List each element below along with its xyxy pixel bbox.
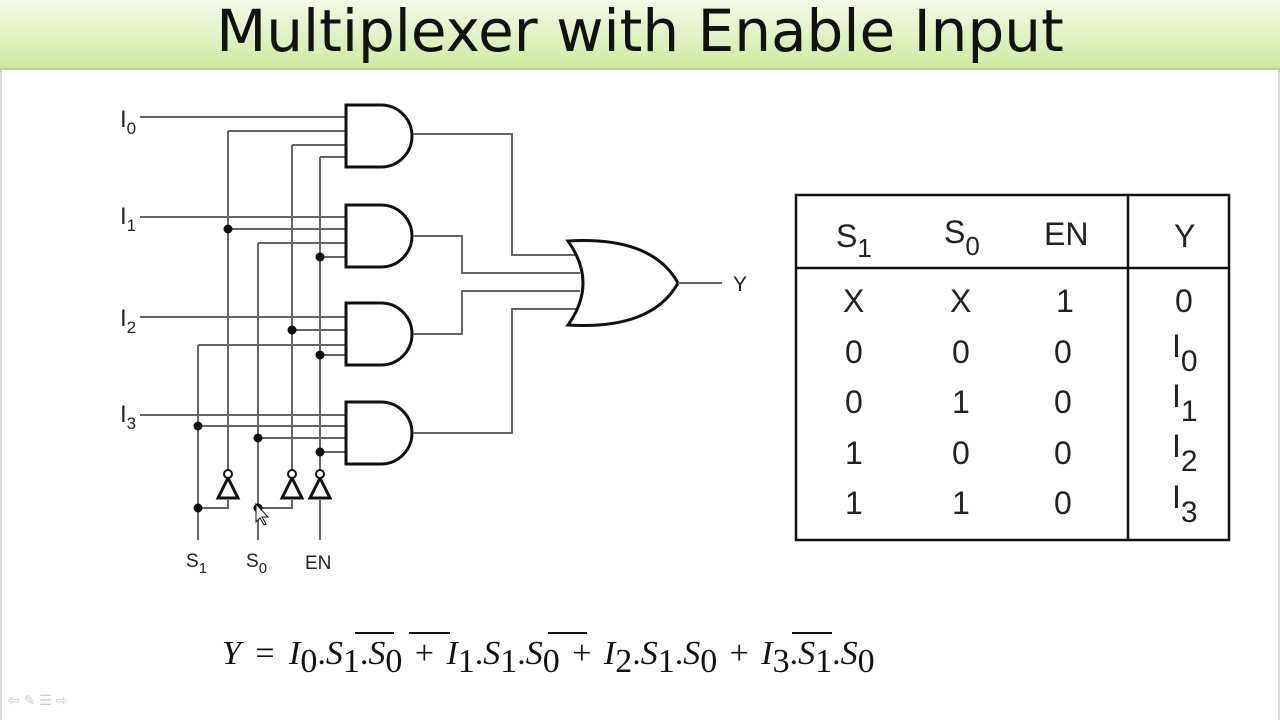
- table-cell: 1: [952, 485, 970, 521]
- junction-dot: [287, 325, 297, 335]
- input-label-i0: I0: [120, 106, 136, 138]
- table-cell: 0: [952, 334, 970, 370]
- boolean-equation: Y = I0.S1.S0 + I1.S1.S0 + I2.S1.S0 + I3.…: [222, 632, 875, 680]
- table-cell: I2: [1172, 428, 1198, 478]
- and-gate-1: [344, 103, 414, 169]
- table-cell: X: [843, 283, 864, 319]
- junction-dot: [193, 503, 203, 513]
- and4-output-wire: [413, 308, 578, 434]
- table-header-y: Y: [1174, 218, 1195, 254]
- table-row: 0 1 0 I1: [845, 378, 1198, 428]
- pen-icon[interactable]: ✎: [23, 692, 36, 708]
- output-label-y: Y: [733, 273, 747, 296]
- table-header-s1: S1: [836, 218, 872, 263]
- table-cell: 0: [1054, 485, 1072, 521]
- junction-dot: [253, 433, 263, 443]
- menu-icon[interactable]: ☰: [39, 692, 52, 708]
- table-cell: 0: [1175, 283, 1193, 319]
- table-cell: 0: [845, 384, 863, 420]
- and-gate-3: [344, 301, 414, 367]
- and-gate-2: [344, 203, 414, 269]
- table-row: 0 0 0 I0: [845, 328, 1198, 378]
- truth-table: S1 S0 EN Y X X 1 0 0 0 0 I0 0 1 0 I1 1 0…: [794, 193, 1231, 542]
- next-arrow-icon[interactable]: ⇨: [55, 692, 68, 708]
- mux-circuit: I0 I1 I2 I3 S1 S0 EN Y: [120, 103, 747, 577]
- equation-text: Y = I0.S1.S0 + I1.S1.S0 + I2.S1.S0 + I3.…: [222, 635, 875, 680]
- junction-dot: [223, 224, 233, 234]
- table-cell: I0: [1172, 328, 1198, 378]
- s1-inverter: [215, 469, 241, 500]
- page-title: Multiplexer with Enable Input: [216, 0, 1064, 65]
- junction-dot: [315, 252, 325, 262]
- s0-to-inverter-wire: [258, 500, 293, 509]
- table-cell: 0: [952, 435, 970, 471]
- table-row: 1 1 0 I3: [845, 479, 1198, 529]
- s1-to-inverter-wire: [198, 500, 229, 509]
- table-cell: 0: [845, 334, 863, 370]
- input-label-i2: I2: [120, 305, 136, 337]
- table-cell: 0: [1054, 384, 1072, 420]
- table-row: 1 0 0 I2: [845, 428, 1198, 478]
- table-header-en: EN: [1044, 216, 1088, 252]
- title-bar: [0, 0, 1280, 70]
- or-gate: [565, 239, 680, 327]
- and-gate-4: [344, 400, 414, 466]
- slide-nav-controls: ⇦ ✎ ☰ ⇨: [8, 692, 67, 709]
- junction-dot: [193, 421, 203, 431]
- junction-dot: [315, 350, 325, 360]
- slide-border-right: [1278, 70, 1280, 720]
- select-label-s1: S1: [186, 551, 207, 577]
- and1-output-wire: [413, 133, 578, 256]
- and2-output-wire: [413, 235, 580, 274]
- table-cell: 1: [1056, 283, 1074, 319]
- input-label-i3: I3: [120, 401, 136, 433]
- table-cell: 0: [1054, 334, 1072, 370]
- table-cell: 1: [845, 485, 863, 521]
- junction-dot: [315, 447, 325, 457]
- select-label-s0: S0: [246, 551, 267, 577]
- s0-inverter: [279, 469, 305, 500]
- slide-border-left: [0, 70, 2, 720]
- table-cell: I1: [1172, 378, 1198, 428]
- table-cell: 0: [1054, 435, 1072, 471]
- table-cell: 1: [845, 435, 863, 471]
- input-label-i1: I1: [120, 203, 136, 235]
- mouse-cursor-icon: [255, 502, 270, 526]
- table-row: X X 1 0: [843, 283, 1193, 319]
- enable-label: EN: [305, 553, 331, 574]
- and3-output-wire: [413, 290, 580, 335]
- prev-arrow-icon[interactable]: ⇦: [8, 692, 20, 708]
- table-cell: 1: [952, 384, 970, 420]
- table-cell: X: [950, 283, 971, 319]
- table-border: [794, 193, 1231, 542]
- table-cell: I3: [1172, 479, 1198, 529]
- table-header-s0: S0: [944, 214, 980, 261]
- en-inverter: [307, 469, 333, 500]
